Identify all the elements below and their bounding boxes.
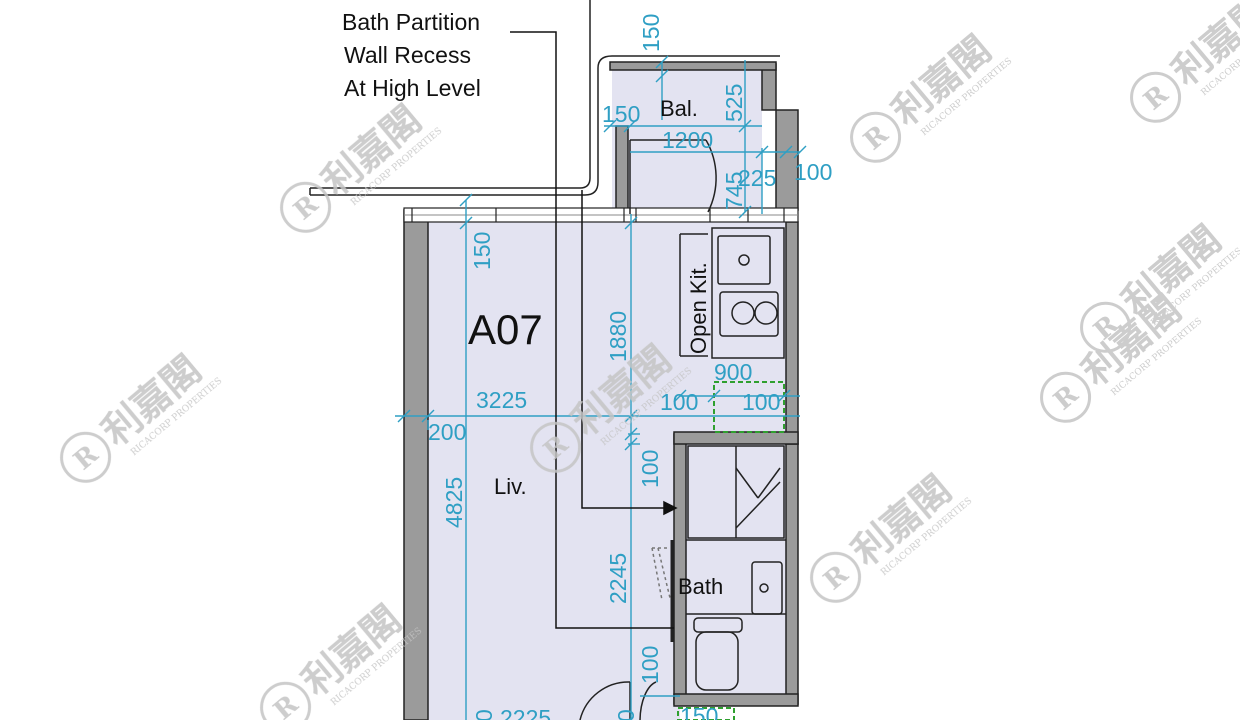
bath-left-wall [673, 433, 687, 705]
callout-line-1: Bath Partition [342, 9, 480, 35]
dim-bal-width: 1200 [662, 127, 713, 153]
callout-text: Bath Partition Wall Recess At High Level [342, 9, 481, 101]
outline-left-inner [310, 0, 591, 189]
watermark-logo-icon [810, 551, 862, 603]
bath-top-wall [673, 431, 799, 445]
walls [403, 61, 799, 720]
watermark-logo-icon [60, 431, 112, 483]
watermark-logo-icon [1040, 371, 1092, 423]
hob-icon [719, 291, 779, 337]
dim-living-top: 150 [469, 232, 495, 270]
callout-line-3: At High Level [344, 75, 481, 101]
watermark-logo-icon [1130, 71, 1182, 123]
dim-unit-depth: 4825 [441, 477, 467, 528]
watermark-logo-letter: R [818, 559, 854, 596]
washer-clearance-box [713, 381, 785, 433]
dim-bottom-width: 2225 [500, 705, 551, 720]
dim-kitchen-width: 900 [714, 359, 752, 385]
room-labels: A07 Bal. Open Kit. Liv. Bath [468, 96, 723, 599]
balcony-right-wall-upper [761, 63, 777, 111]
room-label-bath: Bath [678, 574, 723, 599]
bath-right-wall [785, 443, 799, 705]
callout-leader [510, 31, 678, 629]
building-outline [309, 0, 780, 196]
kitchen-counter [711, 227, 785, 359]
dim-living-height: 1880 [605, 311, 631, 362]
dim-left-wall: 200 [428, 419, 466, 445]
watermark-logo-letter: R [268, 689, 304, 720]
bath-door [651, 540, 674, 642]
bath-fixtures [686, 445, 786, 691]
dimension-labels: 150 150 525 1200 745 225 100 150 1880 90… [428, 14, 832, 720]
watermark-logo-icon [850, 111, 902, 163]
callout-line-2: Wall Recess [344, 42, 471, 68]
dim-bal-right-upper: 525 [721, 84, 747, 122]
left-wall [403, 209, 429, 720]
kitchen-right-wall [785, 221, 799, 445]
kitchen-floor [680, 220, 786, 434]
toilet-bowl [695, 631, 739, 691]
watermark-logo-icon [260, 681, 312, 720]
kitchen-fixtures [679, 227, 785, 359]
dim-bal-offset: 225 [738, 165, 776, 191]
sink-icon [717, 235, 771, 285]
dim-bal-right-lower: 745 [721, 172, 747, 210]
watermark-logo-letter: R [68, 439, 104, 476]
watermark-brand: 利嘉閣 [1163, 0, 1240, 94]
dim-unit-width: 3225 [476, 387, 527, 413]
dim-kitchen-left-gap: 100 [660, 389, 698, 415]
dim-bal-wall: 100 [794, 159, 832, 185]
dim-bal-left: 150 [602, 101, 640, 127]
dim-bottom-left: 0 [471, 709, 497, 720]
bath-bottom-wall [673, 693, 799, 707]
watermark-logo-letter: R [858, 119, 894, 156]
watermark-logo-letter: R [1138, 79, 1174, 116]
dim-bal-top: 150 [638, 14, 664, 52]
balcony-floor [612, 68, 762, 214]
dim-bath-height: 2245 [605, 553, 631, 604]
window-strip [403, 207, 799, 223]
dim-bottom-right: 150 [680, 703, 718, 720]
entry-clearance-box [677, 707, 735, 720]
dim-kitchen-right-gap: 100 [742, 389, 780, 415]
room-label-living: Liv. [494, 474, 527, 499]
balcony-left-wall [615, 125, 629, 215]
watermark-logo-icon [530, 421, 582, 473]
outline-left [310, 55, 780, 196]
unit-label: A07 [468, 306, 543, 353]
dim-lower-gap: 100 [637, 646, 663, 684]
watermark-logo-letter: R [1048, 379, 1084, 416]
dim-bottom-mid: 0 [613, 709, 639, 720]
dim-bath-gap: 100 [637, 450, 663, 488]
watermark-logo-icon [280, 181, 332, 233]
room-label-balcony: Bal. [660, 96, 698, 121]
room-label-kitchen: Open Kit. [686, 262, 711, 354]
dimension-lines [395, 55, 807, 720]
watermark-logo-icon [1080, 301, 1132, 353]
balcony-top-wall [609, 61, 777, 71]
